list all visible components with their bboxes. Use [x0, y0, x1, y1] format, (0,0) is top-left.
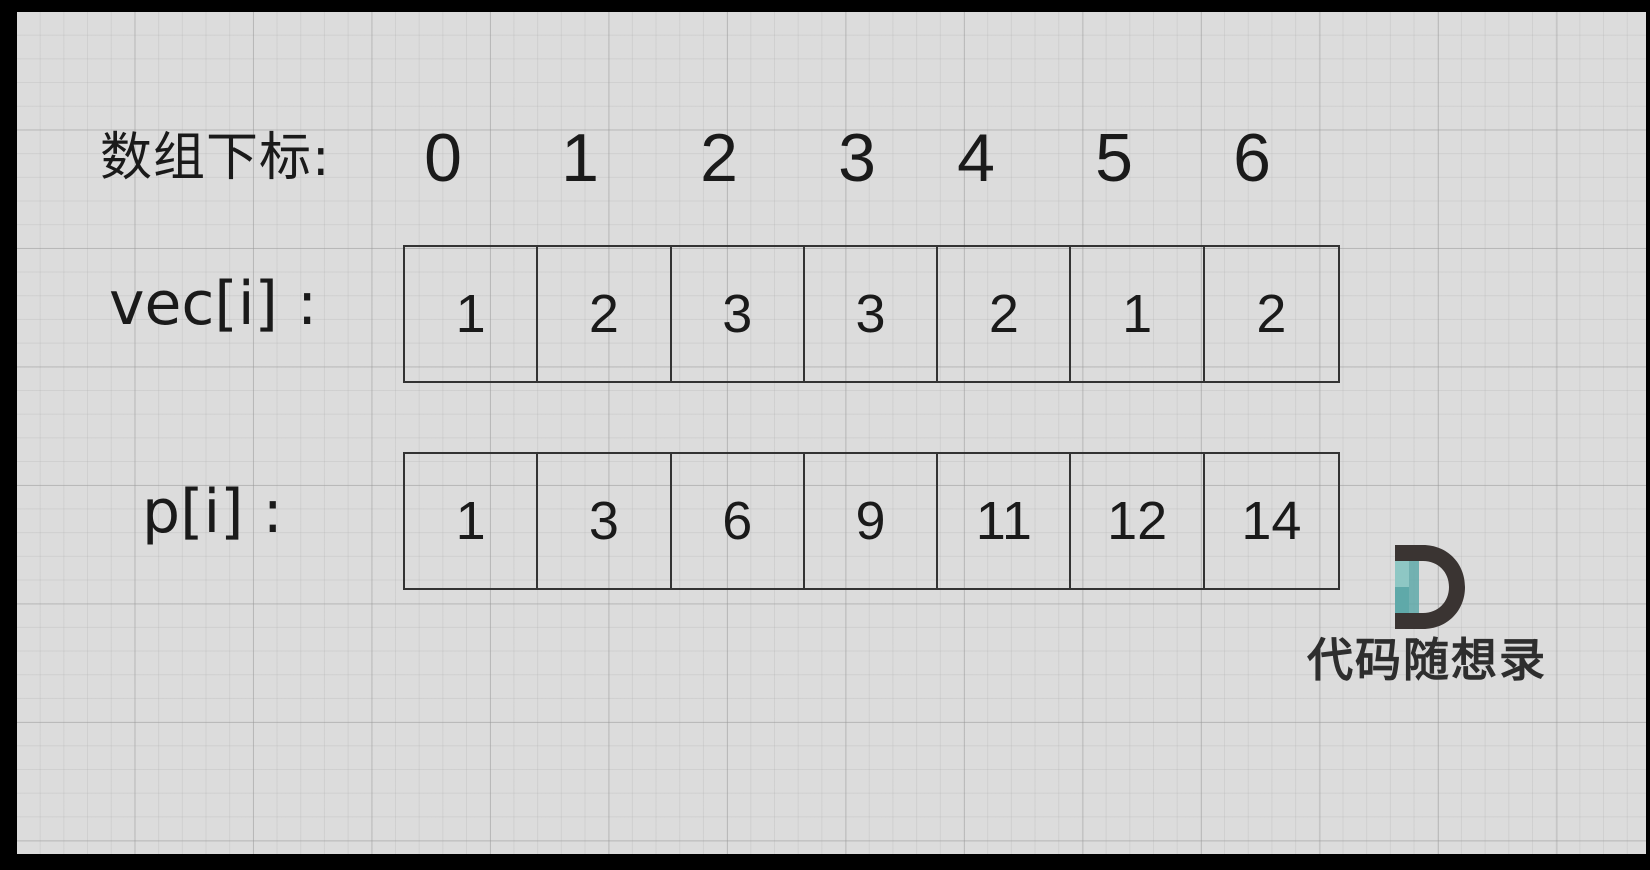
- vec-cell: 2: [538, 247, 672, 381]
- letter-d-logo-icon: [1395, 545, 1465, 629]
- index-number: 2: [700, 120, 738, 196]
- vec-row-label: vec[i] :: [109, 269, 318, 339]
- vec-array: 1 2 3 3 2 1 2: [403, 245, 1341, 383]
- vec-cell: 3: [672, 247, 805, 381]
- diagram-canvas: 数组下标: 0 1 2 3 4 5 6 vec[i] : 1 2 3 3 2 1…: [17, 12, 1646, 854]
- p-cell: 3: [538, 454, 672, 588]
- index-number: 3: [838, 120, 876, 196]
- index-row-label: 数组下标:: [100, 128, 331, 188]
- p-cell: 14: [1241, 491, 1302, 551]
- p-cell: 6: [672, 454, 805, 588]
- prefix-sum-array: 1 3 6 9 11 12 14: [403, 452, 1341, 590]
- vec-cell: 3: [805, 247, 939, 381]
- p-cell: 12: [1071, 454, 1205, 588]
- p-cell: 11: [938, 454, 1072, 588]
- watermark-text: 代码随想录: [1307, 633, 1547, 687]
- vec-cell: 2: [938, 247, 1072, 381]
- vec-cell: 2: [1256, 284, 1287, 344]
- vec-cell: 1: [405, 247, 539, 381]
- vec-cell: 1: [1071, 247, 1205, 381]
- p-cell: 1: [405, 454, 539, 588]
- index-number: 1: [561, 120, 599, 196]
- watermark-logo: 代码随想录: [1292, 545, 1562, 695]
- p-cell: 9: [805, 454, 939, 588]
- p-row-label: p[i] :: [142, 477, 283, 547]
- index-number: 4: [957, 120, 995, 196]
- index-number: 0: [424, 120, 462, 196]
- index-number: 5: [1095, 120, 1133, 196]
- index-number: 6: [1233, 120, 1271, 196]
